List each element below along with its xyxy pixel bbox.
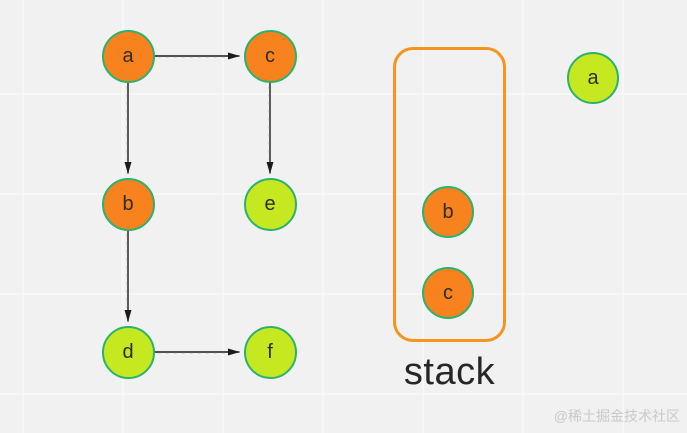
node-label: d: [122, 341, 134, 363]
node-label: f: [267, 341, 273, 363]
stack-node-b: b: [422, 186, 474, 238]
graph-node-e: e: [243, 177, 297, 231]
node-label: a: [587, 67, 599, 89]
graph-node-d: d: [101, 325, 155, 379]
graph-node-f: f: [243, 325, 297, 379]
node-label: b: [122, 193, 134, 215]
watermark: @稀土掘金技术社区: [553, 408, 680, 424]
node-label: c: [265, 45, 275, 67]
graph-node-a-visited: a: [567, 52, 619, 104]
node-label: b: [442, 201, 454, 223]
node-label: e: [264, 193, 276, 215]
stack-label: stack: [403, 351, 496, 393]
graph-node-a: a: [101, 29, 155, 83]
graph-node-b: b: [101, 177, 155, 231]
stack-node-c: c: [422, 267, 474, 319]
node-label: a: [122, 45, 134, 67]
node-label: c: [443, 282, 453, 304]
graph-node-c: c: [243, 29, 297, 83]
stack-box: [393, 47, 506, 342]
